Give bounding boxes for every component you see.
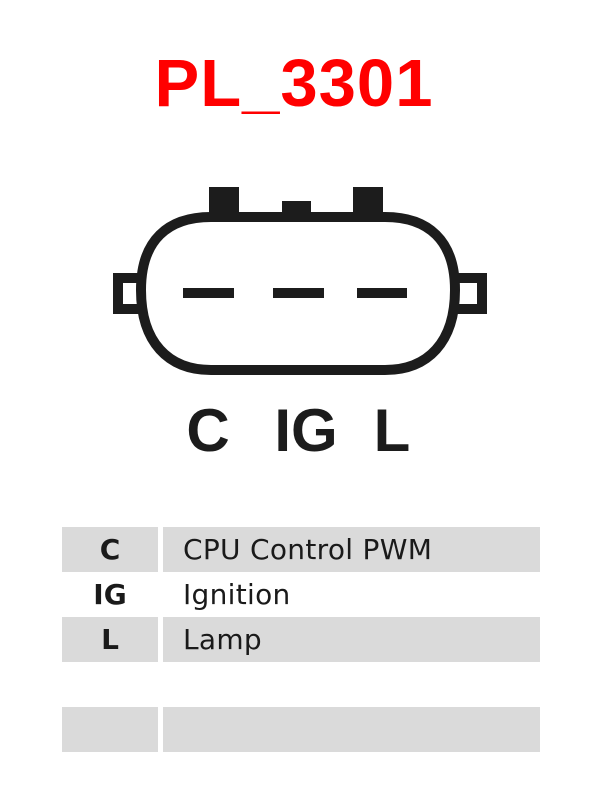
connector-diagram [113, 187, 487, 375]
pin-label-l: L [373, 397, 411, 464]
table-row-empty [62, 707, 540, 752]
pin-code-cell: L [62, 617, 158, 662]
pin-terminal-c [183, 288, 234, 298]
pin-description-cell: Ignition [183, 578, 291, 611]
pin-terminal-l [357, 288, 407, 298]
left-side-notch [113, 273, 141, 314]
connector-part-number-title: PL_3301 [154, 46, 434, 121]
pin-code-cell [62, 707, 158, 752]
table-row: IG Ignition [62, 572, 540, 617]
table-row: L Lamp [62, 617, 540, 662]
pin-code-cell: IG [93, 578, 127, 611]
pin-description-cell: CPU Control PWM [163, 527, 540, 572]
table-row: C CPU Control PWM [62, 527, 540, 572]
pin-code-cell: C [62, 527, 158, 572]
pin-label-ig: IG [274, 397, 338, 464]
right-side-notch [455, 273, 487, 314]
pin-code-cell [62, 662, 158, 707]
pin-description-cell [163, 662, 540, 707]
pin-label-c: C [186, 397, 230, 464]
table-row-empty [62, 662, 540, 707]
pin-description-cell [163, 707, 540, 752]
pin-function-table: C CPU Control PWM IG Ignition L Lamp [62, 527, 540, 752]
pin-terminal-ig [273, 288, 324, 298]
pin-description-cell: Lamp [163, 617, 540, 662]
